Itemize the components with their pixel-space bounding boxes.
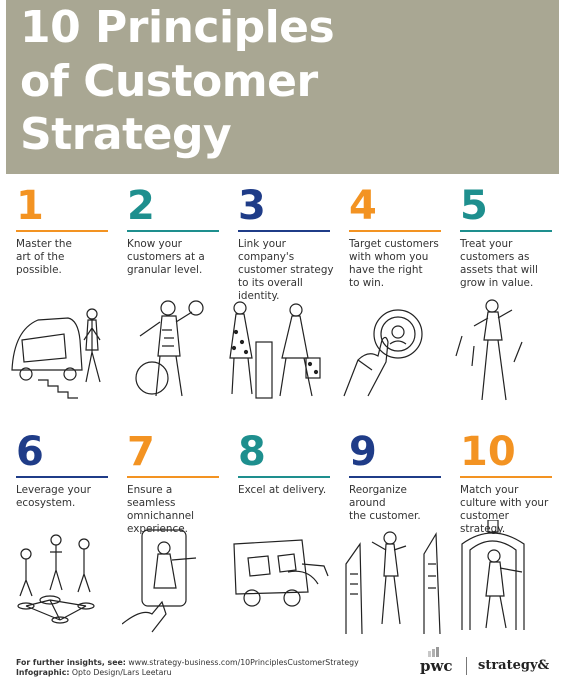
- hand-coin-illustration: [338, 300, 442, 400]
- principle-8: 8 Excel at delivery.: [238, 432, 334, 497]
- principle-rule: [349, 476, 441, 478]
- infographic-credit: Opto Design/Lars Leetaru: [71, 668, 172, 677]
- title-line-1: 10 Principles: [20, 2, 335, 53]
- principle-number: 4: [349, 183, 377, 229]
- principle-number: 2: [127, 183, 155, 229]
- delivery-truck-illustration: [228, 528, 336, 612]
- principle-rule: [16, 230, 108, 232]
- principle-number: 8: [238, 429, 266, 475]
- principle-number: 3: [238, 183, 266, 229]
- principle-rule: [238, 476, 330, 478]
- network-people-illustration: [6, 534, 116, 634]
- car-stairs-illustration: [8, 300, 112, 400]
- principle-number: 5: [460, 183, 488, 229]
- title-line-2: of Customer: [20, 56, 318, 107]
- principle-rule: [238, 230, 330, 232]
- principle-text: Excel at delivery.: [238, 484, 327, 496]
- magnifying-glass-man-illustration: [122, 296, 226, 400]
- title-line-3: Strategy: [20, 109, 232, 160]
- footer-credits: For further insights, see: www.strategy-…: [16, 658, 359, 678]
- principle-rule: [127, 476, 219, 478]
- shoppers-illustration: [220, 298, 330, 402]
- insights-label: For further insights, see:: [16, 658, 126, 667]
- principle-number: 9: [349, 429, 377, 475]
- title-banner: 10 Principles of Customer Strategy: [6, 0, 559, 174]
- principle-number: 7: [127, 429, 155, 475]
- pwc-logo: pwc: [420, 657, 453, 675]
- doorway-man-illustration: [452, 520, 558, 632]
- principle-rule: [460, 476, 552, 478]
- principle-rule: [127, 230, 219, 232]
- woman-buildings-illustration: [340, 524, 446, 636]
- brand-logos: pwc strategy&: [420, 647, 560, 677]
- strategy-logo: strategy&: [478, 658, 550, 673]
- principle-number: 6: [16, 429, 44, 475]
- pwc-mark-icon: [428, 647, 439, 657]
- logo-divider: [466, 657, 467, 675]
- insights-url[interactable]: www.strategy-business.com/10PrinciplesCu…: [128, 658, 359, 667]
- principle-rule: [460, 230, 552, 232]
- infographic-label: Infographic:: [16, 668, 70, 677]
- principle-rule: [16, 476, 108, 478]
- principle-number: 10: [460, 429, 516, 475]
- phone-man-illustration: [122, 528, 226, 636]
- stilts-man-illustration: [452, 296, 556, 402]
- principle-number: 1: [16, 183, 44, 229]
- principle-rule: [349, 230, 441, 232]
